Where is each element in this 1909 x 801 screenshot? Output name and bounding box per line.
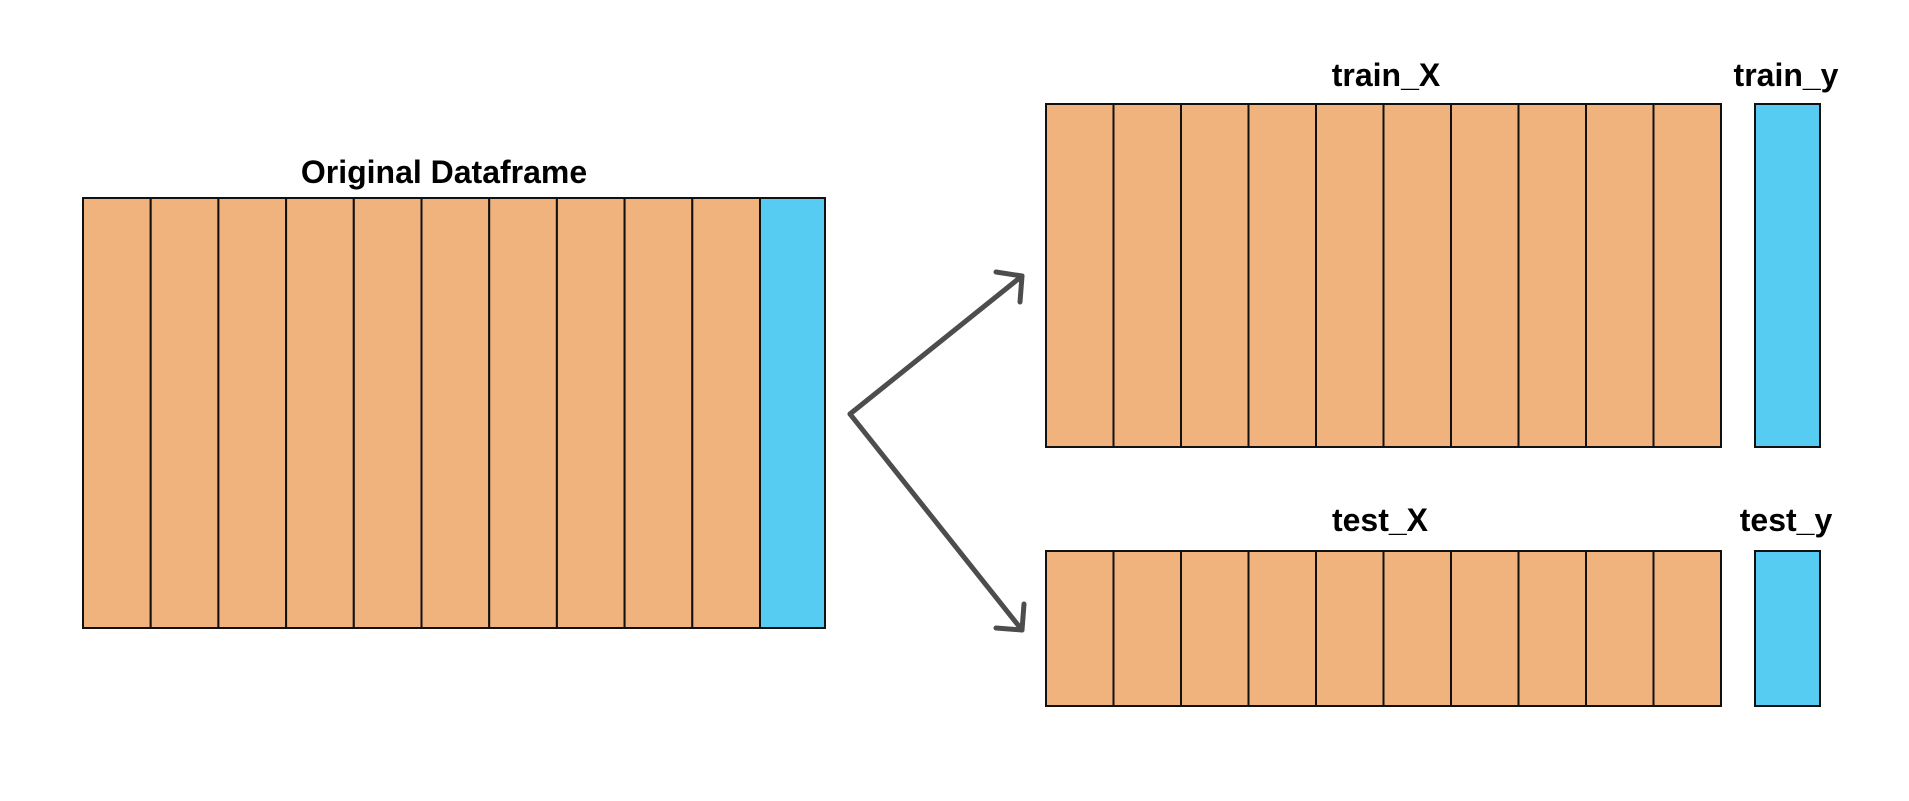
arrow-to-train — [847, 269, 1025, 417]
feature-column — [691, 197, 761, 629]
train-y-target-column — [1754, 103, 1821, 448]
target-column — [1754, 103, 1821, 448]
feature-column — [1652, 550, 1722, 707]
feature-column — [623, 197, 694, 629]
test-x-title: test_X — [1332, 502, 1429, 538]
feature-column — [555, 197, 626, 629]
feature-column — [1450, 103, 1520, 448]
original-target-column — [759, 197, 826, 629]
feature-column — [1382, 103, 1452, 448]
original-dataframe-title: Original Dataframe — [301, 154, 587, 190]
train-y-title: train_y — [1734, 57, 1839, 93]
train-x-feature-columns — [1045, 103, 1722, 448]
feature-column — [1315, 550, 1385, 707]
feature-column — [1450, 550, 1520, 707]
test-y-target-column — [1754, 550, 1821, 707]
feature-column — [1180, 103, 1250, 448]
test-x-feature-columns — [1045, 550, 1722, 707]
arrow-to-test — [847, 411, 1027, 633]
feature-column — [1045, 103, 1115, 448]
feature-column — [1585, 103, 1655, 448]
feature-column — [352, 197, 423, 629]
test-y-title: test_y — [1740, 502, 1833, 538]
feature-column — [285, 197, 355, 629]
original-feature-columns — [82, 197, 761, 629]
target-column — [759, 197, 826, 629]
feature-column — [217, 197, 288, 629]
feature-column — [1585, 550, 1655, 707]
feature-column — [420, 197, 491, 629]
feature-column — [1112, 103, 1182, 448]
feature-column — [149, 197, 220, 629]
feature-column — [488, 197, 558, 629]
target-column — [1754, 550, 1821, 707]
train-x-title: train_X — [1332, 57, 1441, 93]
feature-column — [1315, 103, 1385, 448]
feature-column — [1045, 550, 1115, 707]
feature-column — [1517, 103, 1587, 448]
feature-column — [1247, 103, 1317, 448]
feature-column — [1517, 550, 1587, 707]
feature-column — [1247, 550, 1317, 707]
feature-column — [1652, 103, 1722, 448]
feature-column — [1382, 550, 1452, 707]
feature-column — [1180, 550, 1250, 707]
feature-column — [82, 197, 152, 629]
feature-column — [1112, 550, 1182, 707]
split-arrows — [847, 269, 1027, 633]
